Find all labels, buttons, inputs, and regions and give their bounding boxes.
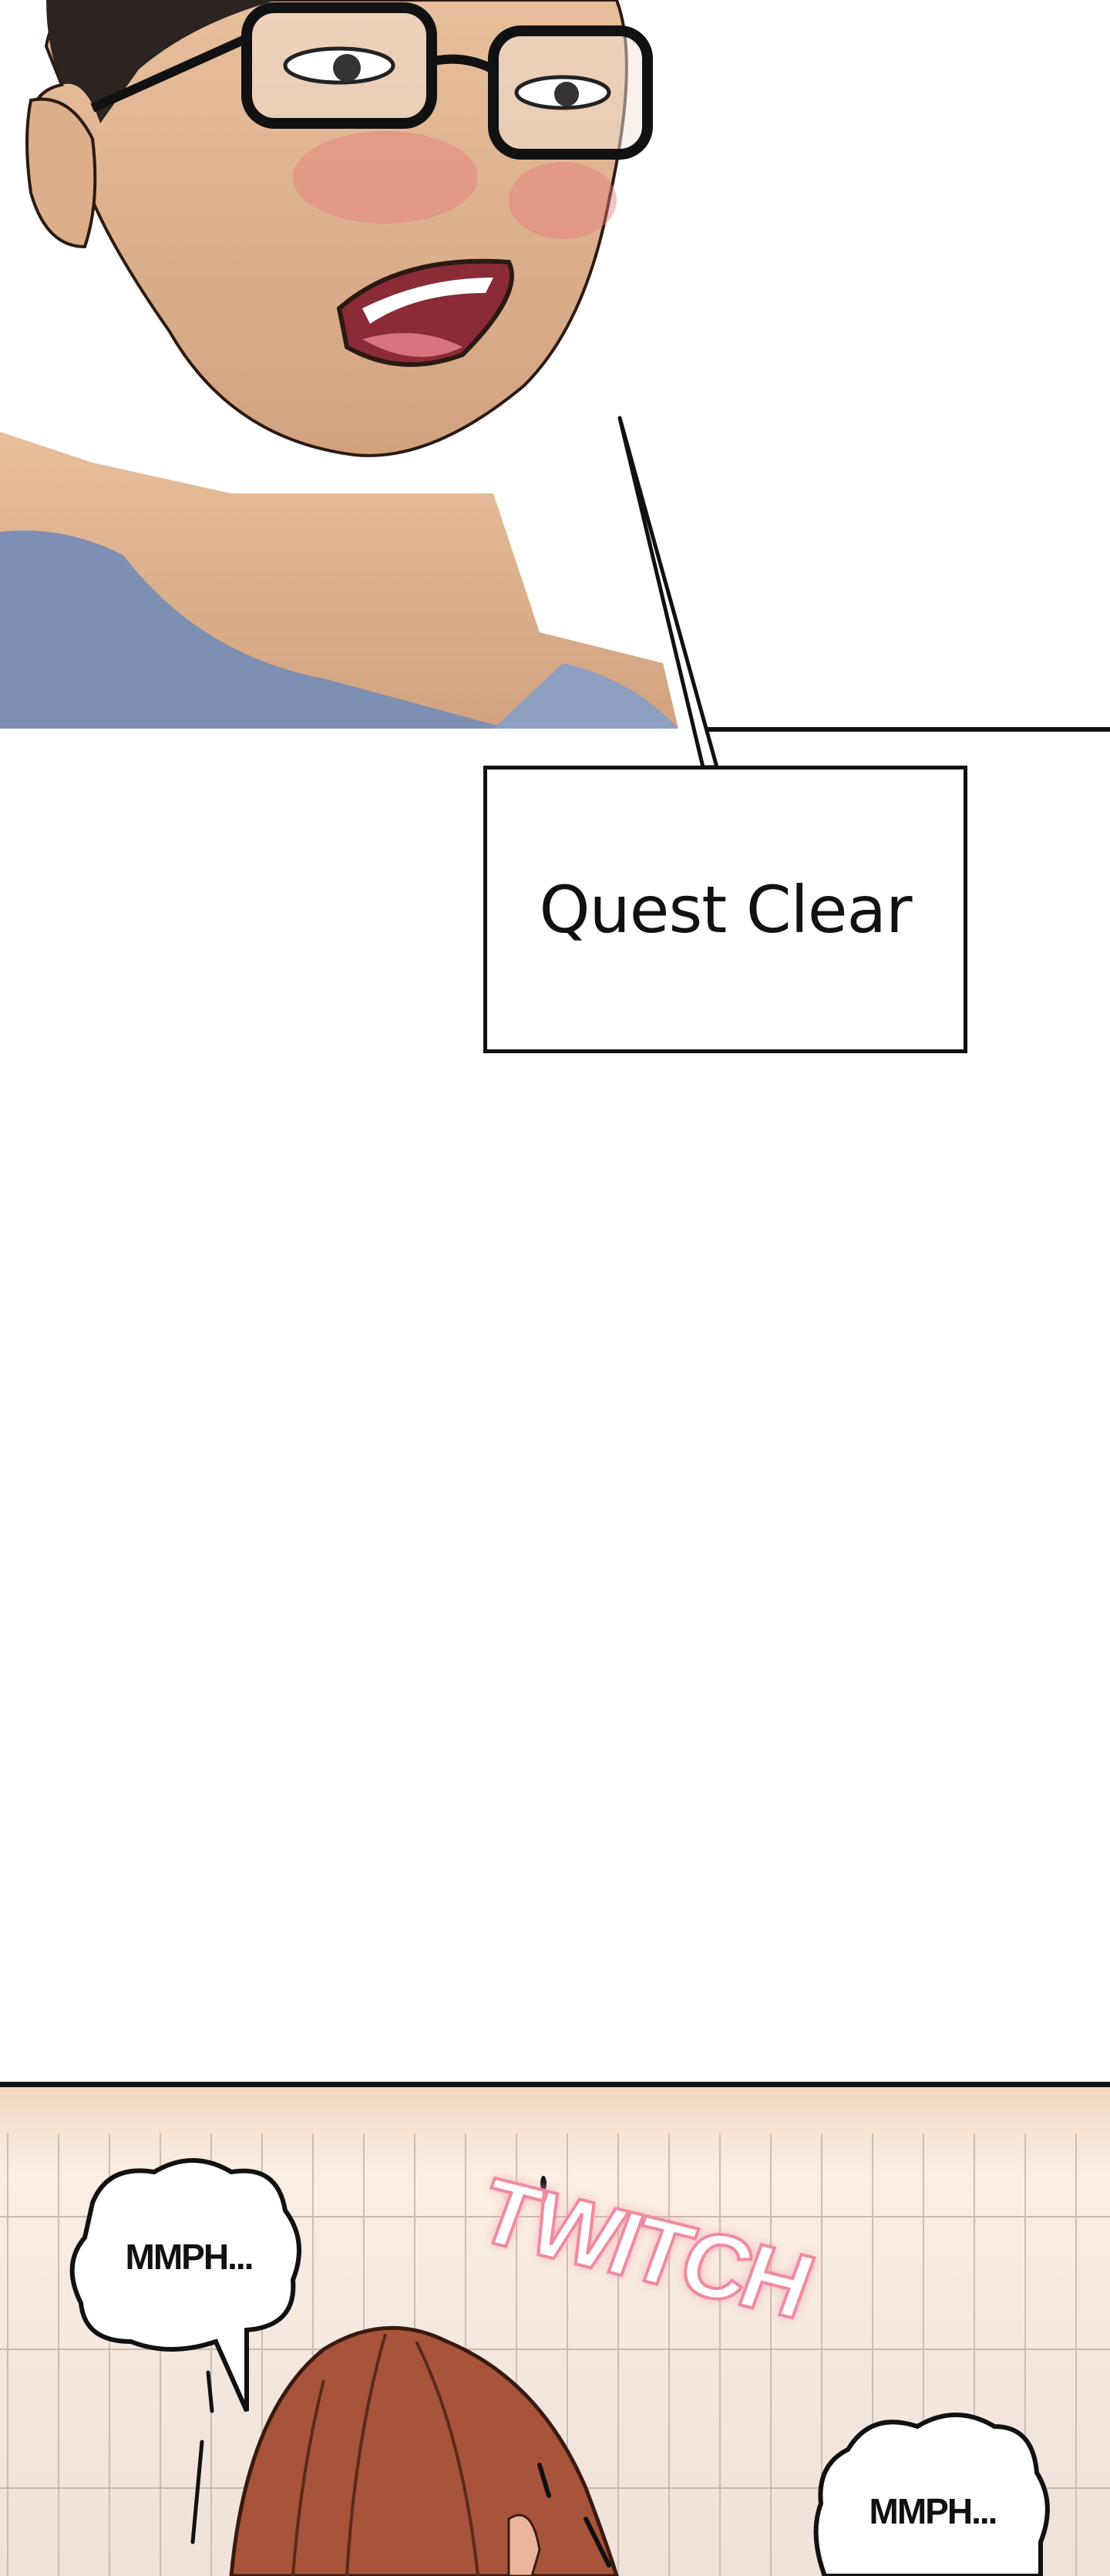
comic-panel-bottom: MMPH... TWITCH MMPH...: [0, 2082, 1110, 2576]
illustration-man-with-glasses: [0, 0, 1110, 732]
speech-bubble-right: [813, 2413, 1050, 2576]
caption-tail: [617, 416, 719, 769]
caption-text: Quest Clear: [539, 871, 912, 948]
speech-bubble-left: [69, 2158, 301, 2413]
speech-bubble-right-text: MMPH...: [869, 2491, 998, 2531]
speech-bubble-left-text: MMPH...: [125, 2237, 254, 2277]
comic-panel-top: [0, 0, 1110, 732]
illustration-bathroom-tiles: [0, 2133, 1110, 2576]
caption-box: Quest Clear: [483, 766, 967, 1053]
